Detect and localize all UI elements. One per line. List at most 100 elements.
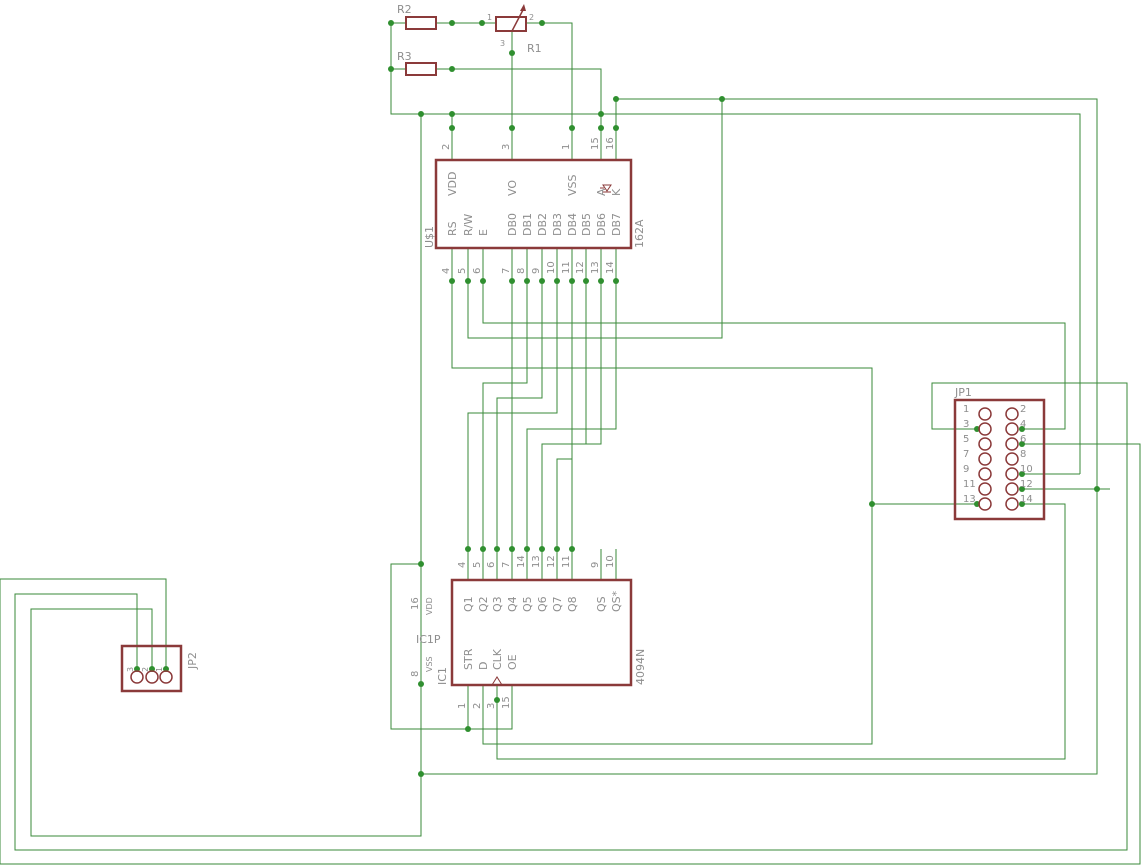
ic1-power-unit[interactable]: 16 VDD IC1P VSS 8 xyxy=(410,594,441,684)
ic1-top-pin-label: Q7 xyxy=(551,596,564,612)
ic1-top-pin-label: Q3 xyxy=(491,596,504,612)
backlight-led-icon xyxy=(600,184,612,193)
jp1-pad xyxy=(1005,482,1019,496)
jp1-pad xyxy=(1005,452,1019,466)
jp1-pad xyxy=(1005,422,1019,436)
jp1-right-pin-number: 6 xyxy=(1020,434,1026,445)
potentiometer-r1[interactable]: R1 1 2 3 xyxy=(487,4,542,55)
jp1-pad xyxy=(1005,437,1019,451)
r1-pin3-number: 3 xyxy=(500,39,505,48)
lcd-bottom-pin-number: 7 xyxy=(501,268,512,274)
ic1p-vdd-label: VDD xyxy=(425,597,434,615)
lcd-top-pin-label: VDD xyxy=(446,172,459,196)
r2-label: R2 xyxy=(397,3,412,16)
lcd-bottom-pin-number: 12 xyxy=(575,261,586,274)
jp1-right-pin-number: 10 xyxy=(1020,464,1033,475)
jp1-pad xyxy=(978,422,992,436)
lcd-top-pin-number: 3 xyxy=(501,144,512,150)
lcd-bottom-pin-label: R/W xyxy=(462,214,475,236)
ic1-top-pin-label: Q8 xyxy=(566,596,579,612)
junctions xyxy=(134,20,1100,777)
lcd-bottom-pin-number: 6 xyxy=(472,268,483,274)
ic1-top-pin-number: 5 xyxy=(472,562,483,568)
lcd-bottom-pin-number: 4 xyxy=(441,268,452,274)
ic1-bottom-pin-label: D xyxy=(477,662,490,670)
ic1p-vss-label: VSS xyxy=(425,656,434,672)
jp1-pad xyxy=(978,482,992,496)
jp1-right-pin-number: 8 xyxy=(1020,449,1026,460)
jp1-right-pin-number: 14 xyxy=(1020,494,1033,505)
lcd-bottom-pin-label: DB1 xyxy=(521,213,534,236)
lcd-bottom-pin-number: 14 xyxy=(605,261,616,274)
jp1-pads xyxy=(978,407,1019,511)
lcd-bottom-pin-number: 11 xyxy=(561,261,572,274)
ic1-top-pin-label: QS* xyxy=(610,590,623,612)
jp1-pad xyxy=(978,467,992,481)
lcd-name: U$1 xyxy=(423,226,436,248)
lcd-bottom-pin-label: DB5 xyxy=(580,213,593,236)
lcd-bottom-pin-number: 10 xyxy=(546,261,557,274)
ic1-top-pin-label: Q6 xyxy=(536,596,549,612)
ic1p-name: IC1P xyxy=(416,633,441,646)
ic1-bottom-pin-label: OE xyxy=(506,654,519,670)
ic1-top-pin-number: 7 xyxy=(501,562,512,568)
jp1-right-pin-number: 12 xyxy=(1020,479,1033,490)
ic1-top-pin-label: Q1 xyxy=(462,596,475,612)
r1-pin2-number: 2 xyxy=(529,13,534,22)
ic1-top-pin-label: QS xyxy=(595,596,608,612)
jp1-left-pin-number: 5 xyxy=(963,434,969,445)
jp1-right-pin-number: 2 xyxy=(1020,404,1026,415)
jp1-left-pin-number: 3 xyxy=(963,419,969,430)
ic1-bottom-pin-number: 3 xyxy=(486,703,497,709)
ic1-value: 4094N xyxy=(634,649,647,685)
lcd-value: 162A xyxy=(633,219,646,248)
lcd-top-pin-number: 15 xyxy=(590,137,601,150)
ic1-top-pin-number: 13 xyxy=(531,555,542,568)
ic1-top-pin-number: 4 xyxy=(457,562,468,568)
r1-pin1-number: 1 xyxy=(487,13,492,22)
jp2-pin-number: 1 xyxy=(155,667,164,672)
ic1-top-pin-number: 9 xyxy=(590,562,601,568)
lcd-bottom-pin-label: RS xyxy=(446,221,459,236)
jp1-pad xyxy=(978,497,992,511)
lcd-bottom-pin-label: DB6 xyxy=(595,213,608,236)
ic1-top-pin-number: 12 xyxy=(546,555,557,568)
jp1-left-pin-number: 11 xyxy=(963,479,976,490)
ic1p-vss-pin-number: 8 xyxy=(410,671,421,677)
jp1-left-pin-number: 7 xyxy=(963,449,969,460)
lcd-bottom-pin-number: 13 xyxy=(590,261,601,274)
jp1-right-pin-numbers: 2 4 6 8 10 12 14 xyxy=(1020,404,1033,505)
lcd-bottom-pin-label: E xyxy=(477,229,490,236)
lcd-bottom-pin-number: 5 xyxy=(457,268,468,274)
lcd-bottom-pin-number: 8 xyxy=(516,268,527,274)
ic1-bottom-pin-label: STR xyxy=(462,648,475,670)
lcd-bottom-pin-label: DB4 xyxy=(566,213,579,236)
jp1-pad xyxy=(1005,497,1019,511)
ic1p-vdd-pin-number: 16 xyxy=(410,597,421,610)
jp1-left-pin-number: 9 xyxy=(963,464,969,475)
lcd-top-pin-number: 2 xyxy=(441,144,452,150)
ic1-bottom-pin-label: CLK xyxy=(491,648,504,670)
jp1-right-pin-number: 4 xyxy=(1020,419,1026,430)
ic1-bottom-pin-number: 1 xyxy=(457,703,468,709)
jp1-pad xyxy=(978,437,992,451)
ic1-top-pin-label: Q5 xyxy=(521,596,534,612)
resistor-r3[interactable]: R3 xyxy=(397,50,437,76)
jp1-pad xyxy=(978,407,992,421)
lcd-top-pin-label: K xyxy=(610,188,623,196)
jp1-pad xyxy=(1005,407,1019,421)
resistor-r2[interactable]: R2 xyxy=(397,3,437,30)
